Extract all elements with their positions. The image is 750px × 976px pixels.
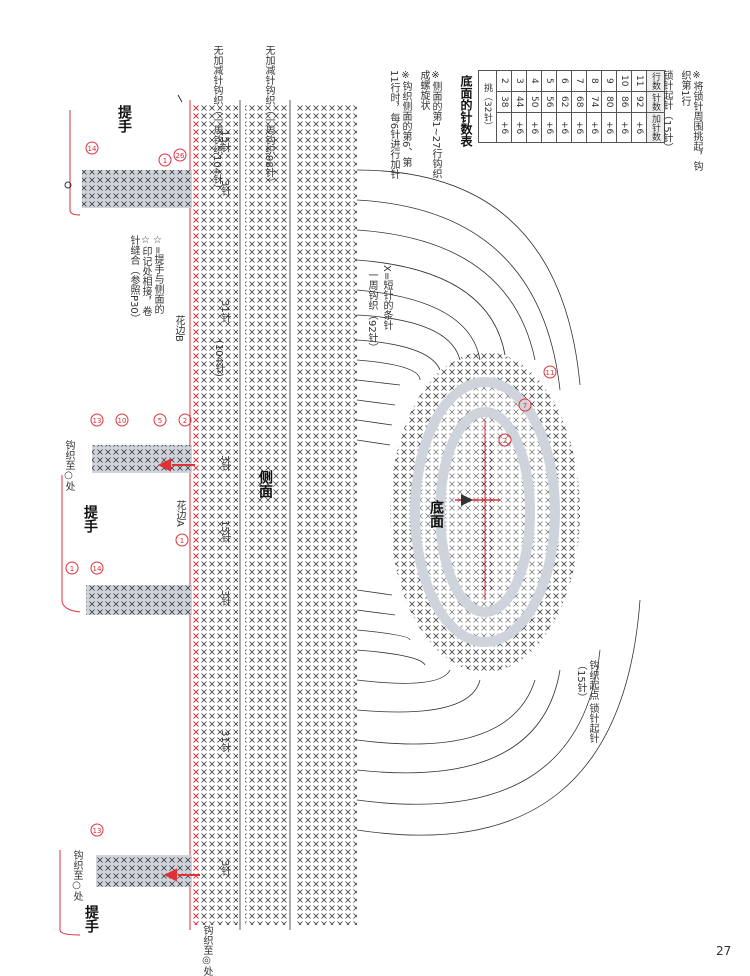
svg-text:1: 1 (180, 537, 184, 545)
svg-text:1: 1 (70, 565, 74, 573)
label-handle-middle: 提手 (82, 505, 98, 533)
label-end-mark: 钩织至◎处 (201, 925, 212, 976)
side-column-main (245, 105, 290, 925)
label-handle-bottom: 提手 (83, 905, 99, 933)
handle-top (69, 110, 192, 216)
label-no-change-104: 无加减针钩织（一周钩织104针） (211, 45, 222, 195)
label-side: 侧面 (257, 470, 273, 498)
svg-text:13: 13 (93, 417, 102, 425)
table-footer-2: ※将锁针周围挑起，钩织第1行 (679, 70, 702, 171)
label-15-mid: 15针 (219, 520, 230, 543)
side-column-right (297, 105, 357, 925)
label-note-short: X=短针的条针 (381, 265, 392, 331)
label-15-top: 15针 (219, 130, 230, 153)
svg-text:2: 2 (503, 437, 507, 445)
svg-text:26: 26 (176, 152, 185, 160)
table-header: 针数 (646, 91, 665, 113)
label-flower-a: 花边A (174, 500, 185, 527)
table-footer-1: 锁针起针（15针） (661, 70, 672, 153)
label-31-lower: 31针 (219, 730, 230, 753)
label-flower-b: 花边B (173, 315, 184, 342)
label-round-92: 一周钩织（92针） (366, 270, 377, 353)
side-column-left (198, 105, 238, 925)
start-circle-icon (64, 181, 72, 189)
note-2: ※侧面的第1~27行钩织成螺旋状 (418, 70, 441, 179)
svg-text:10: 10 (118, 417, 127, 425)
handle-middle-1 (92, 445, 192, 473)
side-column-red (193, 105, 199, 925)
note-1: ※钩织侧面的第6、第11行时，每6针进行加针 (388, 70, 411, 180)
label-104: (104针) (213, 340, 224, 377)
round-14-top: 14 (88, 145, 97, 153)
label-bottom: 底面 (428, 500, 444, 528)
svg-text:11: 11 (546, 369, 555, 377)
svg-text:13: 13 (93, 827, 102, 835)
bottom-oval (390, 352, 580, 672)
table-row: 挑（32针） (478, 70, 497, 143)
round-markers (65, 141, 557, 837)
round-marker-texts: 14 2 5 10 13 14 1 1 26 1 11 7 2 13 (70, 145, 555, 835)
label-no-change-98: 无加减针钩织（一周钩织98针） (263, 45, 274, 188)
page-number: 27 (716, 944, 732, 958)
handle-middle-2 (61, 475, 192, 615)
svg-text:2: 2 (183, 417, 187, 425)
label-3-lower: 3针 (219, 590, 230, 607)
table-header: 加针数 (646, 112, 665, 143)
label-3-bottom: 3针 (219, 860, 230, 877)
svg-text:7: 7 (523, 402, 527, 410)
label-to-circle-2: 钩织至○处 (71, 850, 82, 901)
label-note-handle: ☆=提手与侧面的☆印记处相接，卷针缝合（参照P30） (128, 235, 163, 324)
label-3-mid: 3针 (219, 455, 230, 472)
svg-text:1: 1 (163, 157, 167, 165)
label-31-upper: 31针 (219, 300, 230, 323)
slash-mark (177, 94, 183, 103)
label-3-upper: 3针 (219, 180, 230, 197)
table-title: 底面的针数表 (459, 75, 473, 147)
svg-text:14: 14 (93, 565, 102, 573)
connection-arcs (356, 169, 641, 836)
label-start-point: 钩织起点 锁针起针（15针） (575, 660, 598, 744)
direction-arrows (157, 458, 200, 882)
label-to-circle: 钩织至○处 (63, 440, 74, 491)
label-handle-top: 提手 (116, 105, 132, 133)
svg-text:5: 5 (158, 417, 162, 425)
